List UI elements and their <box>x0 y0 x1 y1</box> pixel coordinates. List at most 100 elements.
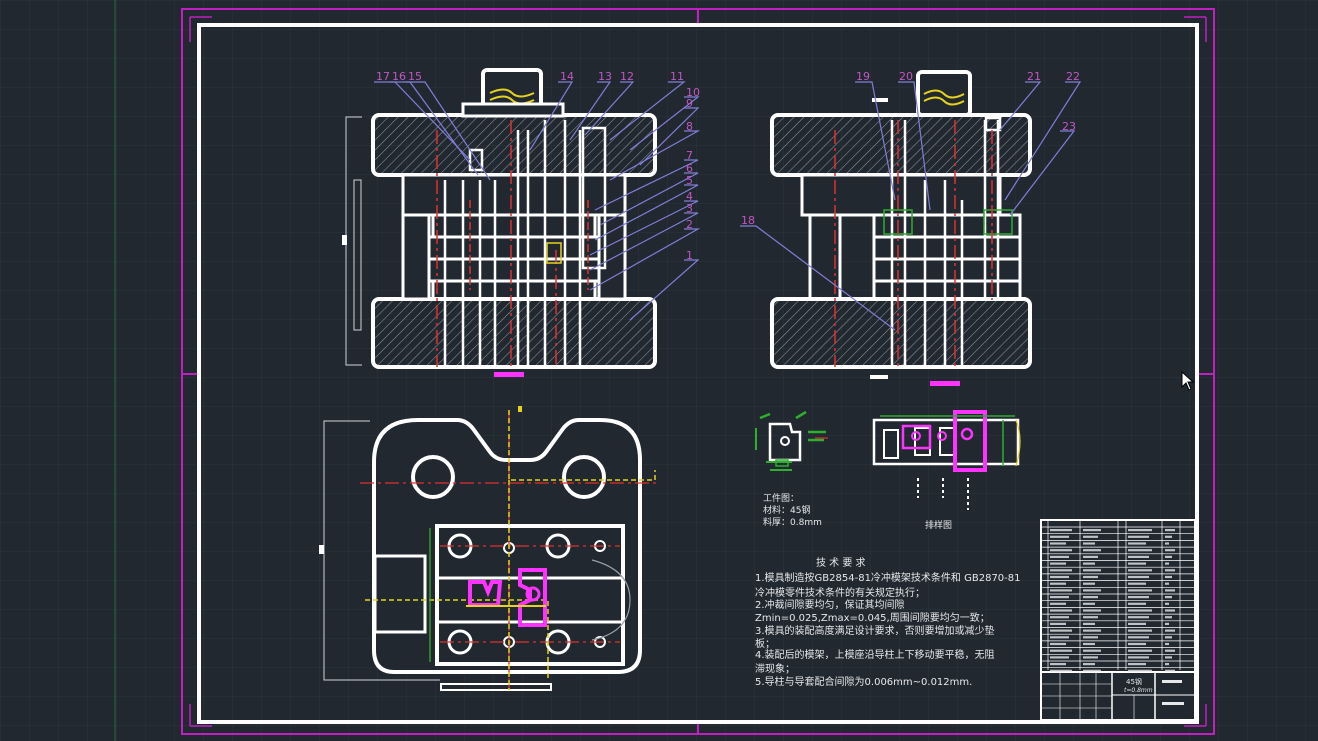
title-block-cell-text <box>1128 562 1146 565</box>
title-block-cell-text <box>1128 629 1152 632</box>
title-block-cell-text <box>1128 569 1152 572</box>
title-block-cell-text <box>1165 575 1172 579</box>
part-number: 1 <box>686 249 693 262</box>
title-block-cell-text <box>1050 555 1069 558</box>
title-block-cell-text <box>1165 549 1175 552</box>
title-block-cell-text <box>1083 656 1098 659</box>
part-number: 9 <box>686 97 693 110</box>
front-section-view[interactable] <box>342 68 657 377</box>
title-block-cell-text <box>1083 569 1101 572</box>
title-block-cell-text <box>1128 616 1149 619</box>
title-block-cell-text <box>1165 636 1172 639</box>
title-block-cell-text <box>1165 562 1169 565</box>
workpiece-drawing[interactable] <box>755 410 828 471</box>
title-block-cell-text <box>1165 542 1169 545</box>
title-block-cell-text <box>1050 616 1069 619</box>
title-block-cell-text <box>1165 622 1169 625</box>
part-number: 15 <box>408 70 422 83</box>
title-block-cell-text <box>1165 535 1172 538</box>
workpiece-title: 工件图： <box>763 492 799 504</box>
title-block-cell-text <box>1165 555 1172 558</box>
title-block-cell-text <box>1128 669 1152 672</box>
side-view-part-numbers: 19 20 21 22 23 18 <box>741 70 1080 227</box>
title-block-cell-text <box>1050 542 1066 545</box>
title-block-cell-text <box>1050 582 1066 585</box>
workpiece-notes: 工件图： 材料：45钢 料厚：0.8mm <box>763 492 822 528</box>
title-block-cell-text <box>1083 549 1101 552</box>
title-block-cell-text <box>1128 555 1149 558</box>
title-block-cell-text <box>1083 575 1098 579</box>
part-number: 19 <box>856 70 870 83</box>
title-block-cell-text <box>1128 575 1149 579</box>
title-block-cell-text <box>1083 596 1098 599</box>
title-block-cell-text <box>1128 529 1152 532</box>
title-block-cell-text <box>1083 535 1098 538</box>
workpiece-thickness: 料厚：0.8mm <box>763 516 822 528</box>
tech-line: 1.模具制造按GB2854-81冷冲模架技术条件和 GB2870-81 <box>755 571 1021 584</box>
part-number: 4 <box>686 190 693 203</box>
title-block-cell-text <box>1128 535 1149 538</box>
strip-layout-caption: 排样图 <box>925 519 952 531</box>
tech-line: Zmin=0.025,Zmax=0.045,周围间隙要均匀一致； <box>755 611 990 624</box>
title-block-cell-text <box>1128 549 1152 552</box>
title-block-cell-text <box>1165 569 1175 572</box>
part-number: 16 <box>392 70 406 83</box>
title-block-cell-text <box>1165 589 1175 592</box>
title-block-cell-text <box>1128 596 1149 599</box>
title-block-thickness: t=0.8mm <box>1124 687 1153 694</box>
title-block-cell-text <box>1083 602 1095 605</box>
part-number: 14 <box>560 70 574 83</box>
title-block-cell-text <box>1128 602 1146 605</box>
title-block-cell-text <box>1050 629 1072 632</box>
part-number: 17 <box>376 70 390 83</box>
tech-line: 板； <box>755 637 775 650</box>
part-number: 8 <box>686 120 693 133</box>
tech-line: 3.模具的装配高度满足设计要求，否则要增加或减少垫 <box>755 624 995 637</box>
tech-line: 冷冲模零件技术条件的有关规定执行； <box>755 586 925 599</box>
plan-view-lower-die[interactable] <box>319 406 660 691</box>
title-block-cell-text <box>1050 562 1066 565</box>
title-block-cell-text <box>1128 609 1152 612</box>
title-block-cell-text <box>1083 616 1098 619</box>
drawing-frame <box>197 23 1199 724</box>
part-number: 18 <box>741 214 755 227</box>
title-block-cell-text <box>1083 555 1098 558</box>
part-number: 13 <box>598 70 612 83</box>
part-number: 20 <box>899 70 913 83</box>
workpiece-material: 材料：45钢 <box>763 504 810 516</box>
title-block-cell-text <box>1050 609 1072 612</box>
tech-title: 技 术 要 求 <box>816 556 866 569</box>
tech-line: 2.冲裁间隙要均匀，保证其均间隙 <box>755 598 905 611</box>
part-number: 10 <box>686 86 700 99</box>
title-block-cell-text <box>1050 663 1066 666</box>
title-block-material: 45钢 <box>1126 677 1142 686</box>
title-block-cell-text <box>1050 596 1069 599</box>
title-block-cell-text <box>1083 529 1101 532</box>
title-block-cell-text <box>1083 629 1101 632</box>
title-block-cell-text <box>1050 589 1072 592</box>
title-block-cell-text <box>1083 589 1101 592</box>
title-block-cell-text <box>1165 602 1169 605</box>
title-block-cell-text <box>1050 535 1069 538</box>
sheet-border <box>181 8 1215 735</box>
title-block-cell-text <box>1050 575 1069 579</box>
title-block-cell-text <box>1165 616 1172 619</box>
title-block-cell-text <box>1083 649 1101 652</box>
title-block-cell-text <box>1050 549 1072 552</box>
title-block-cell-text <box>1128 589 1152 592</box>
title-block-cell-text <box>1083 562 1095 565</box>
title-block-cell-text <box>1083 609 1101 612</box>
title-block-cell-text <box>1165 669 1175 672</box>
title-block-cell-text <box>1083 663 1095 666</box>
title-block[interactable]: 45钢 t=0.8mm <box>1040 519 1196 721</box>
title-block-cell-text <box>1165 609 1175 612</box>
title-block-cell-text <box>1050 569 1072 572</box>
title-block-cell-text <box>1165 642 1169 646</box>
side-section-view[interactable] <box>770 70 1032 386</box>
part-number: 5 <box>686 174 693 187</box>
technical-requirements: 技 术 要 求 1.模具制造按GB2854-81冷冲模架技术条件和 GB2870… <box>755 556 1021 688</box>
part-number: 6 <box>686 162 693 175</box>
strip-layout-drawing[interactable] <box>872 410 1021 510</box>
title-block-cell-text <box>1165 529 1175 532</box>
